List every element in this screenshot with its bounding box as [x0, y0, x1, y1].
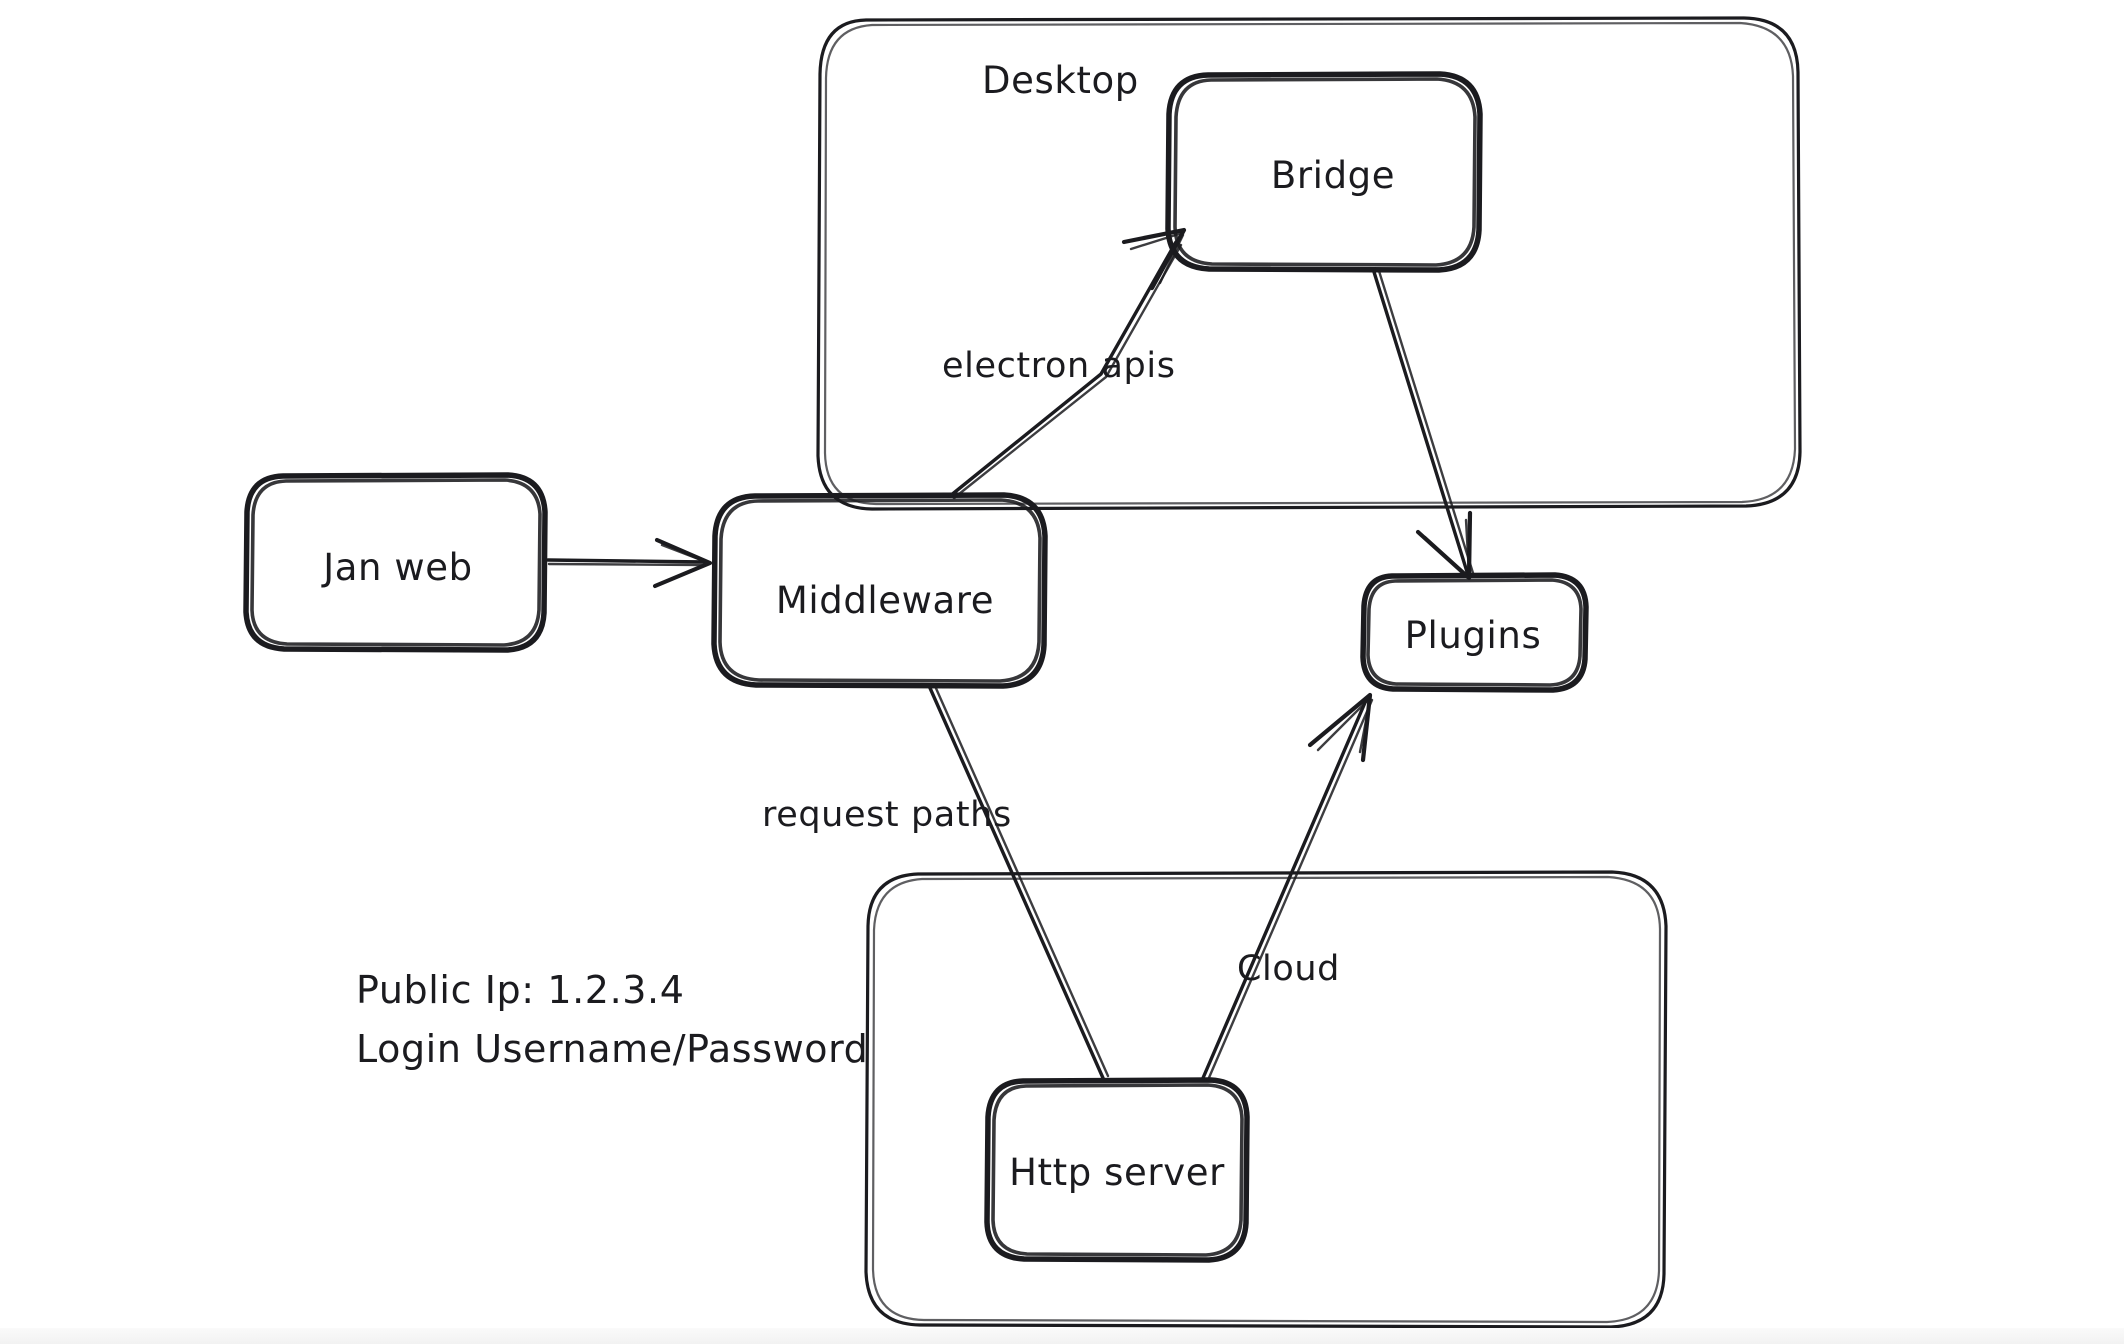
node-label-middleware: Middleware: [776, 579, 994, 622]
edge-middleware-to-bridge[interactable]: electron apis: [942, 227, 1187, 500]
node-jan-web[interactable]: [243, 472, 548, 653]
edge-middleware-to-http-server[interactable]: [928, 684, 1110, 1080]
node-label-jan-web: Jan web: [321, 546, 473, 589]
note-public-ip: Public Ip: 1.2.3.4: [356, 968, 685, 1012]
player-bottom-bar: [0, 1328, 2124, 1344]
group-desktop[interactable]: [816, 16, 1802, 511]
node-label-plugins: Plugins: [1405, 614, 1542, 657]
node-bridge[interactable]: [1165, 71, 1483, 273]
edge-label-electron-apis: electron apis: [942, 346, 1176, 386]
note-login-credentials: Login Username/Password: [356, 1027, 868, 1071]
group-cloud-region[interactable]: [864, 870, 1668, 1329]
edge-label-cloud: Cloud: [1237, 949, 1340, 989]
node-label-bridge: Bridge: [1271, 154, 1395, 197]
group-label-desktop: Desktop: [982, 59, 1139, 102]
edge-label-request-paths: request paths: [762, 795, 1012, 835]
edge-jan-web-to-middleware[interactable]: [546, 537, 713, 589]
edge-http-server-to-plugins[interactable]: [1201, 692, 1374, 1082]
node-plugins[interactable]: [1360, 572, 1589, 693]
node-label-http-server: Http server: [1009, 1151, 1225, 1194]
node-middleware[interactable]: [711, 492, 1048, 689]
node-http-server[interactable]: [984, 1077, 1250, 1263]
edge-bridge-to-plugins[interactable]: [1372, 269, 1475, 581]
